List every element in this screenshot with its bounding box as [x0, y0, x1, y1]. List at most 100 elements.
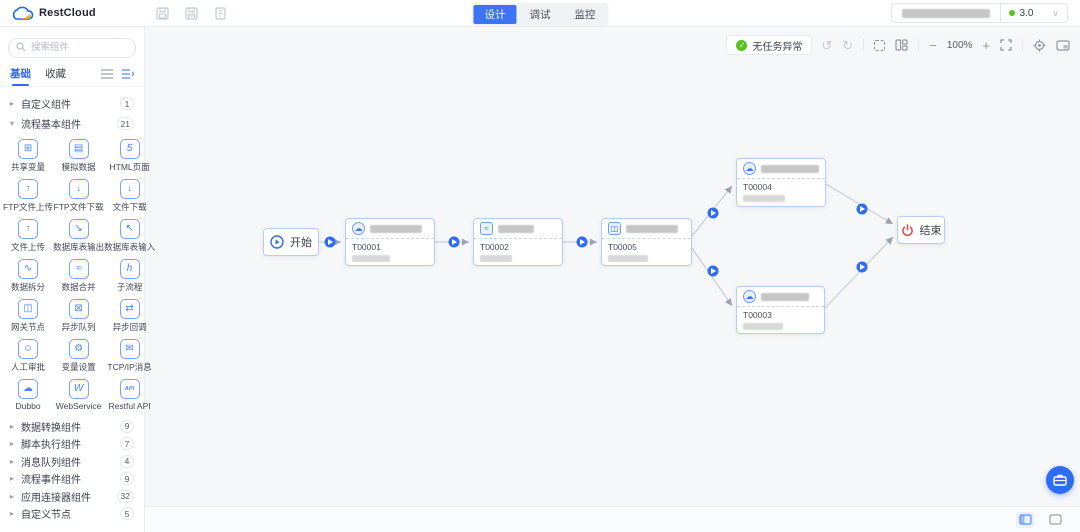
component-mock-data[interactable]: ▤ 模拟数据	[53, 138, 104, 173]
version-label: 3.0	[1019, 7, 1034, 19]
chevron-right-icon: ▸	[10, 439, 15, 449]
component-subflow[interactable]: h 子流程	[104, 258, 155, 293]
tab-favorites[interactable]: 收藏	[45, 68, 66, 80]
component-async-queue[interactable]: ⊠ 异步队列	[53, 298, 104, 333]
component-file-upload[interactable]: ↑ 文件上传	[3, 218, 53, 253]
flow-node-end[interactable]: 结束	[897, 216, 945, 244]
zoom-out-icon[interactable]: −	[929, 37, 937, 53]
tab-debug[interactable]: 调试	[529, 9, 551, 21]
api-cloud-icon: ☁	[743, 162, 756, 175]
component-ftp-upload[interactable]: ↑ FTP文件上传	[3, 178, 53, 213]
edge-connector-dot	[707, 207, 719, 219]
api-cloud-icon: ☁	[743, 290, 756, 303]
panel-left-toggle-icon[interactable]	[1016, 511, 1034, 528]
edge-connector-dot	[448, 236, 460, 248]
count-badge: 21	[116, 117, 134, 130]
component-grid: ⊞ 共享变量 ▤ 模拟数据 5 HTML页面 ↑ FTP文件上传 ↓ FTP文件…	[0, 134, 155, 418]
ftp-download-icon: ↓	[68, 178, 89, 199]
cloud-logo-icon	[12, 6, 34, 20]
save-icon[interactable]	[156, 6, 169, 20]
redo-icon[interactable]: ↻	[842, 37, 854, 53]
async-callback-icon: ⇄	[119, 298, 140, 319]
edge-connector-dot	[856, 203, 868, 215]
component-data-merge[interactable]: ≈ 数据合并	[53, 258, 104, 293]
divider	[1022, 39, 1023, 51]
list-view-icon[interactable]	[101, 68, 113, 79]
component-async-callback[interactable]: ⇄ 异步回调	[104, 298, 155, 333]
html-page-icon: 5	[119, 138, 140, 159]
save-as-icon[interactable]	[185, 6, 198, 20]
count-badge: 9	[120, 419, 134, 433]
db-table-output-icon: ↘	[68, 218, 89, 239]
category-flow-events[interactable]: ▸ 流程事件组件 9	[0, 470, 144, 488]
category-message-queue[interactable]: ▸ 消息队列组件 4	[0, 453, 144, 471]
component-restful-api[interactable]: API Restful API	[104, 378, 155, 411]
component-db-table-input[interactable]: ↖ 数据库表输入	[104, 218, 155, 253]
flow-node-t00001[interactable]: ☁ T00001	[345, 218, 435, 266]
file-download-icon: ↓	[119, 178, 140, 199]
user-box[interactable]: 3.0 ∨	[890, 3, 1068, 23]
flow-node-t00002[interactable]: ≈ T00002	[473, 218, 563, 266]
category-flow-basic-components[interactable]: ▾ 流程基本组件 21	[0, 114, 144, 134]
tab-basic[interactable]: 基础	[10, 62, 31, 86]
task-status-chip[interactable]: ✓ 无任务异常	[726, 35, 813, 55]
async-queue-icon: ⊠	[68, 298, 89, 319]
zoom-in-icon[interactable]: +	[982, 37, 990, 53]
component-manual-approval[interactable]: ☺ 人工审批	[3, 338, 53, 373]
user-name-redacted	[901, 8, 990, 18]
flow-node-t00005[interactable]: ◫ T00005	[601, 218, 692, 266]
auto-layout-icon[interactable]	[895, 39, 908, 51]
category-custom-components[interactable]: ▸ 自定义组件 1	[0, 94, 144, 114]
collapse-all-icon[interactable]	[122, 68, 134, 79]
component-data-split[interactable]: ∿ 数据拆分	[3, 258, 53, 293]
document-icon[interactable]	[214, 6, 227, 20]
canvas-toolbar: ✓ 无任务异常 ↺ ↻ − 100% +	[726, 35, 1070, 55]
restcloud-logo[interactable]: RestCloud	[12, 6, 132, 21]
component-gateway-node[interactable]: ◫ 网关节点	[3, 298, 53, 333]
component-webservice[interactable]: W WebService	[53, 378, 104, 411]
flow-node-start[interactable]: 开始	[263, 228, 319, 256]
data-split-icon: ∿	[18, 258, 39, 279]
flow-node-t00004[interactable]: ☁ T00004	[736, 158, 826, 207]
play-circle-icon	[270, 235, 284, 249]
category-script-exec[interactable]: ▸ 脚本执行组件 7	[0, 435, 144, 453]
search-input[interactable]	[8, 37, 136, 58]
count-badge: 9	[120, 472, 134, 486]
flow-node-t00003[interactable]: ☁ T00003	[736, 286, 825, 334]
category-data-transform[interactable]: ▸ 数据转换组件 9	[0, 418, 144, 436]
marquee-select-icon[interactable]	[874, 39, 886, 51]
undo-icon[interactable]: ↺	[821, 37, 833, 53]
restful-api-icon: API	[119, 378, 140, 399]
component-ftp-download[interactable]: ↓ FTP文件下载	[53, 178, 104, 213]
tab-monitor[interactable]: 监控	[574, 9, 596, 21]
chevron-right-icon: ▸	[10, 421, 15, 431]
component-db-table-output[interactable]: ↘ 数据库表输出	[53, 218, 104, 253]
chevron-right-icon: ▸	[10, 456, 15, 466]
version-selector[interactable]: 3.0 ∨	[1001, 8, 1068, 19]
fit-view-icon[interactable]	[1000, 39, 1012, 51]
redacted-title	[761, 292, 809, 301]
sidebar-tabs: 基础 收藏	[0, 62, 144, 87]
component-tcpip-message[interactable]: ✉ TCP/IP消息	[104, 338, 155, 373]
component-shared-variable[interactable]: ⊞ 共享变量	[3, 138, 53, 173]
data-wave-icon: ≈	[480, 222, 493, 235]
data-merge-icon: ≈	[68, 258, 89, 279]
redacted-title	[370, 224, 422, 233]
toolbox-icon	[1053, 474, 1067, 486]
category-app-connectors[interactable]: ▸ 应用连接器组件 32	[0, 488, 144, 506]
panel-bottom-toggle-icon[interactable]	[1046, 512, 1064, 528]
component-variable-setting[interactable]: ⚙ 变量设置	[53, 338, 104, 373]
chevron-right-icon: ▸	[10, 99, 15, 108]
redacted-title	[498, 224, 534, 233]
flow-canvas[interactable]: ✓ 无任务异常 ↺ ↻ − 100% +	[145, 27, 1080, 506]
category-custom-nodes[interactable]: ▸ 自定义节点 5	[0, 505, 144, 523]
tab-design[interactable]: 设计	[473, 5, 517, 24]
locate-icon[interactable]	[1033, 39, 1046, 52]
minimap-icon[interactable]	[1056, 39, 1070, 51]
redacted-subtitle	[480, 255, 512, 262]
component-html-page[interactable]: 5 HTML页面	[104, 138, 155, 173]
toolbox-fab-button[interactable]	[1046, 466, 1074, 494]
component-dubbo[interactable]: ☁ Dubbo	[3, 378, 53, 411]
ftp-upload-icon: ↑	[18, 178, 39, 199]
component-file-download[interactable]: ↓ 文件下载	[104, 178, 155, 213]
